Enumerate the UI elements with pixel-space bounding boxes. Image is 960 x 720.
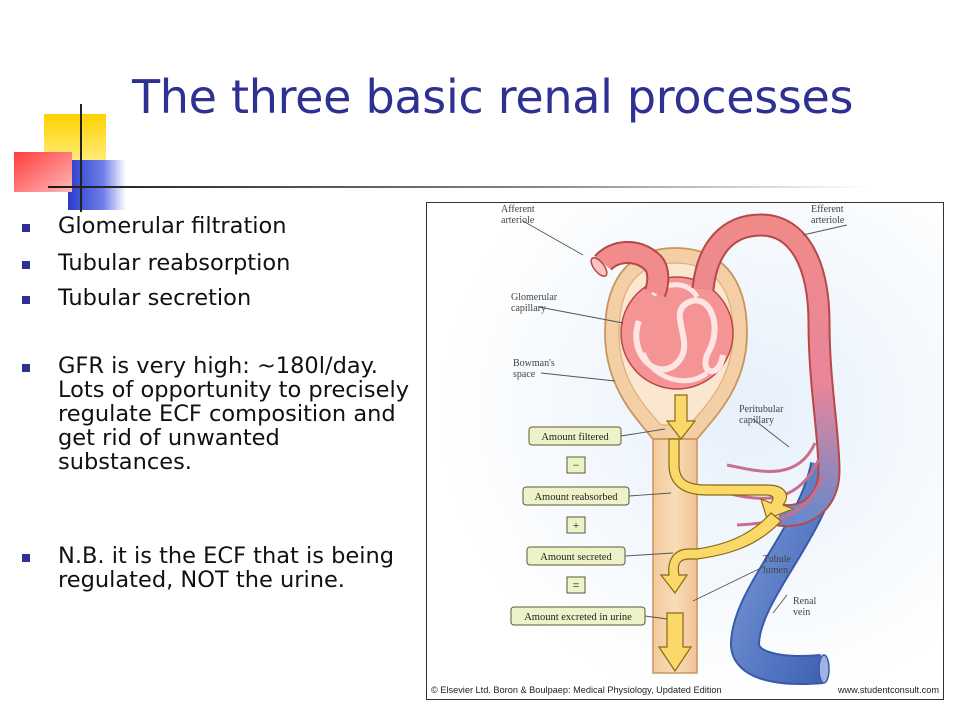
bullet-item: Glomerular filtration: [22, 214, 434, 238]
bullet-text: GFR is very high: ~180l/day. Lots of opp…: [58, 353, 410, 475]
bullet-item: Tubular reabsorption: [22, 251, 434, 275]
red-square-decoration: [14, 152, 72, 192]
equals-operator: =: [566, 576, 586, 594]
title-underline: [50, 186, 870, 188]
reabsorbed-arrow-icon: [668, 438, 795, 520]
secreted-arrow-icon: [659, 512, 782, 595]
svg-text:+: +: [573, 518, 580, 532]
afferent-opening: [590, 257, 608, 277]
amount-reabsorbed-box: Amount reabsorbed: [522, 486, 672, 506]
glomerulus: [620, 276, 734, 390]
amount-secreted-box: Amount secreted: [526, 546, 674, 566]
afferent-arteriole-fill: [595, 243, 668, 297]
leader-lines: [522, 220, 848, 614]
slide-title: The three basic renal processes: [132, 70, 854, 124]
bullet-square-icon: [22, 261, 30, 269]
renal-vein-opening: [818, 654, 830, 684]
svg-text:Amount reabsorbed: Amount reabsorbed: [534, 492, 618, 503]
peritubular-capillary: [693, 215, 839, 526]
plus-operator: +: [566, 516, 586, 534]
minus-operator: −: [566, 456, 586, 474]
filtered-arrow-icon: [665, 394, 697, 440]
bullet-text: N.B. it is the ECF that is being regulat…: [58, 543, 395, 593]
bullet-item: Tubular secretion: [22, 286, 434, 310]
bullet-item: GFR is very high: ~180l/day. Lots of opp…: [22, 354, 434, 474]
amount-filtered-box: Amount filtered: [528, 426, 666, 446]
blue-square-decoration: [68, 160, 126, 210]
bullet-square-icon: [22, 364, 30, 372]
vertical-line-decoration: [80, 104, 82, 212]
credit-text: © Elsevier Ltd. Boron & Boulpaep: Medica…: [431, 685, 722, 695]
credit-url: www.studentconsult.com: [837, 685, 939, 695]
bullet-square-icon: [22, 224, 30, 232]
excreted-arrow-icon: [657, 612, 693, 673]
bullet-text: Glomerular filtration: [58, 213, 287, 239]
svg-text:Amount filtered: Amount filtered: [541, 432, 609, 443]
svg-text:Amount secreted: Amount secreted: [540, 552, 612, 563]
bullet-item: N.B. it is the ECF that is being regulat…: [22, 544, 434, 592]
svg-text:−: −: [573, 458, 580, 472]
bullet-text: Tubular secretion: [58, 285, 252, 311]
svg-text:=: =: [573, 578, 580, 592]
amount-excreted-box: Amount excreted in urine: [510, 606, 668, 626]
bullet-square-icon: [22, 554, 30, 562]
bullet-square-icon: [22, 296, 30, 304]
svg-text:Amount excreted in urine: Amount excreted in urine: [524, 612, 632, 623]
bullet-text: Tubular reabsorption: [58, 250, 291, 276]
